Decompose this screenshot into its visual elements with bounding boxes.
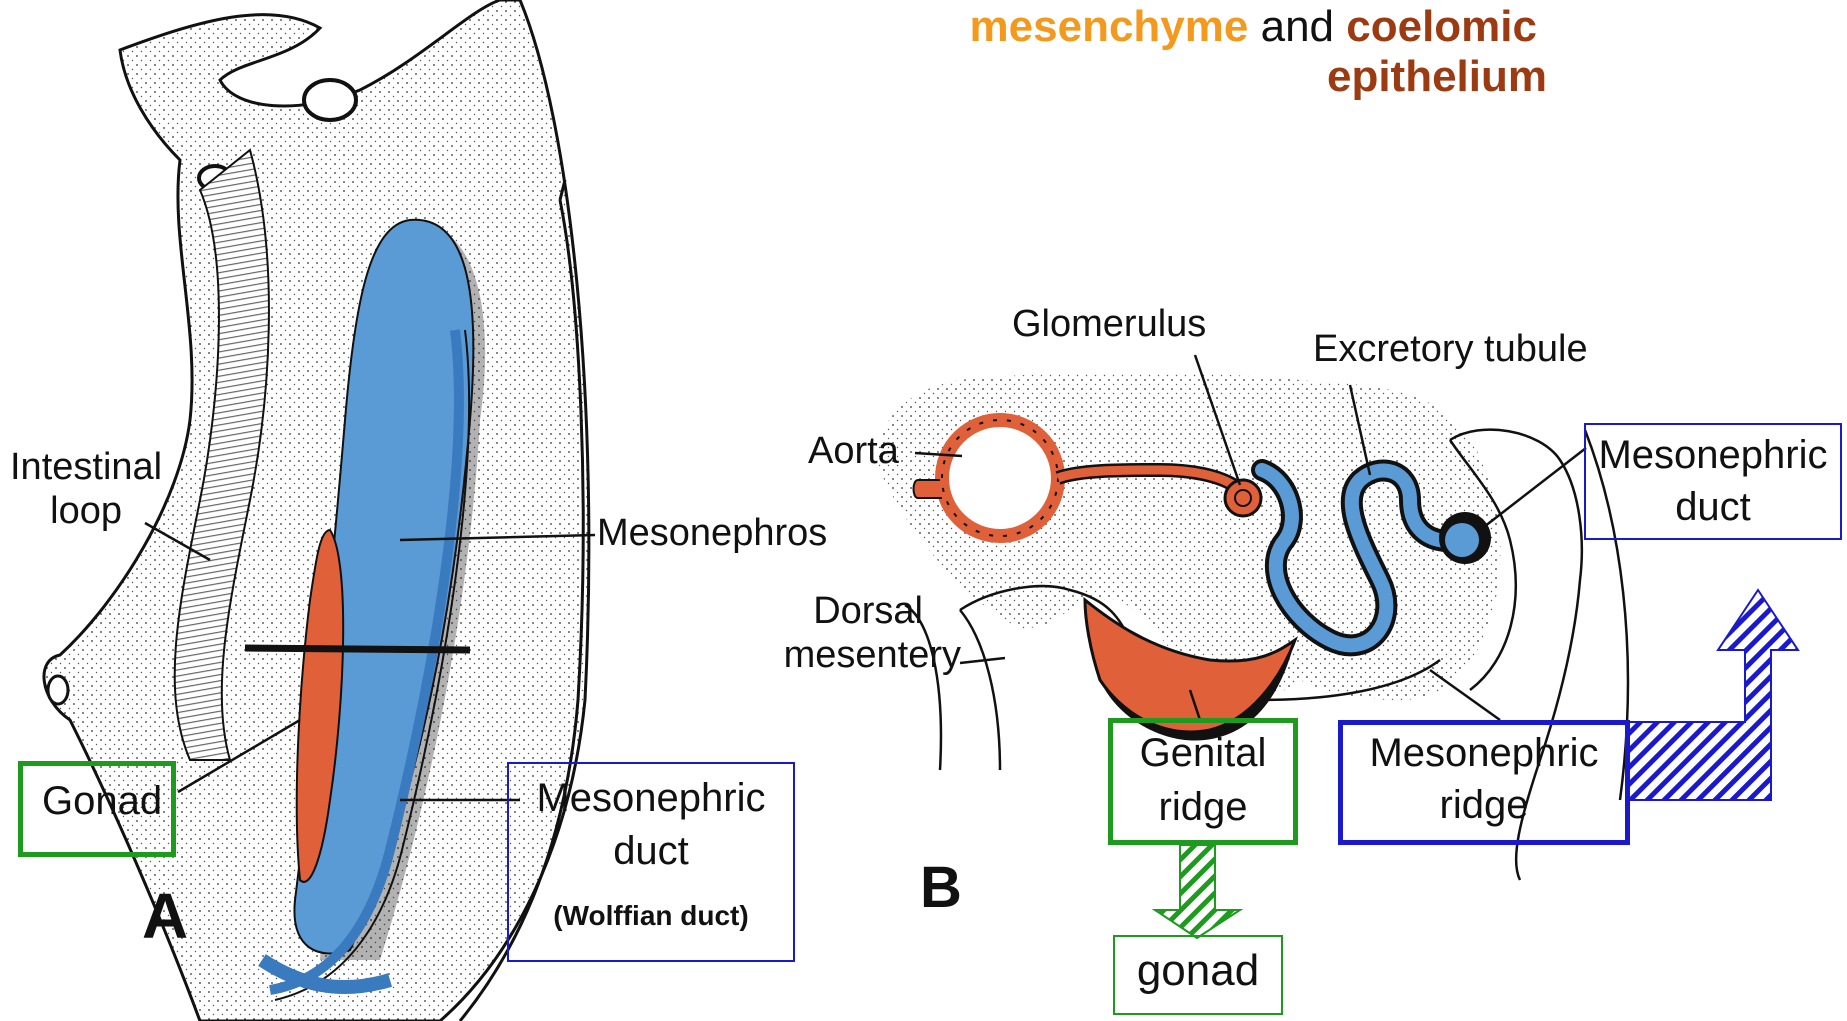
label-wolffian-duct: (Wolffian duct) <box>507 900 795 932</box>
label-mesentery: mesentery <box>756 634 961 678</box>
label-loop: loop <box>10 490 162 534</box>
label-excretory-tubule: Excretory tubule <box>1313 328 1588 372</box>
label-aorta: Aorta <box>808 430 899 474</box>
label-mesonephric-b: Mesonephric <box>1584 432 1842 478</box>
label-duct-b: duct <box>1584 484 1842 530</box>
label-duct-a: duct <box>507 828 795 874</box>
panel-b-letter: B <box>920 855 962 922</box>
label-mesonephric-ridge-2: ridge <box>1338 782 1630 828</box>
label-intestinal: Intestinal <box>10 446 162 490</box>
label-glomerulus: Glomerulus <box>1012 303 1206 347</box>
label-gonad-b: gonad <box>1113 946 1283 997</box>
panel-a-letter: A <box>142 880 188 954</box>
label-mesonephros: Mesonephros <box>597 512 827 556</box>
label-ridge-genital: ridge <box>1108 784 1298 830</box>
label-dorsal: Dorsal <box>756 590 961 634</box>
label-intestinal-loop: Intestinal loop <box>10 446 162 533</box>
label-genital: Genital <box>1108 730 1298 776</box>
label-gonad-a: Gonad <box>42 778 162 824</box>
label-dorsal-mesentery: Dorsal mesentery <box>756 590 961 677</box>
label-mesonephric-a: Mesonephric <box>507 775 795 821</box>
label-mesonephric-ridge-1: Mesonephric <box>1338 730 1630 776</box>
